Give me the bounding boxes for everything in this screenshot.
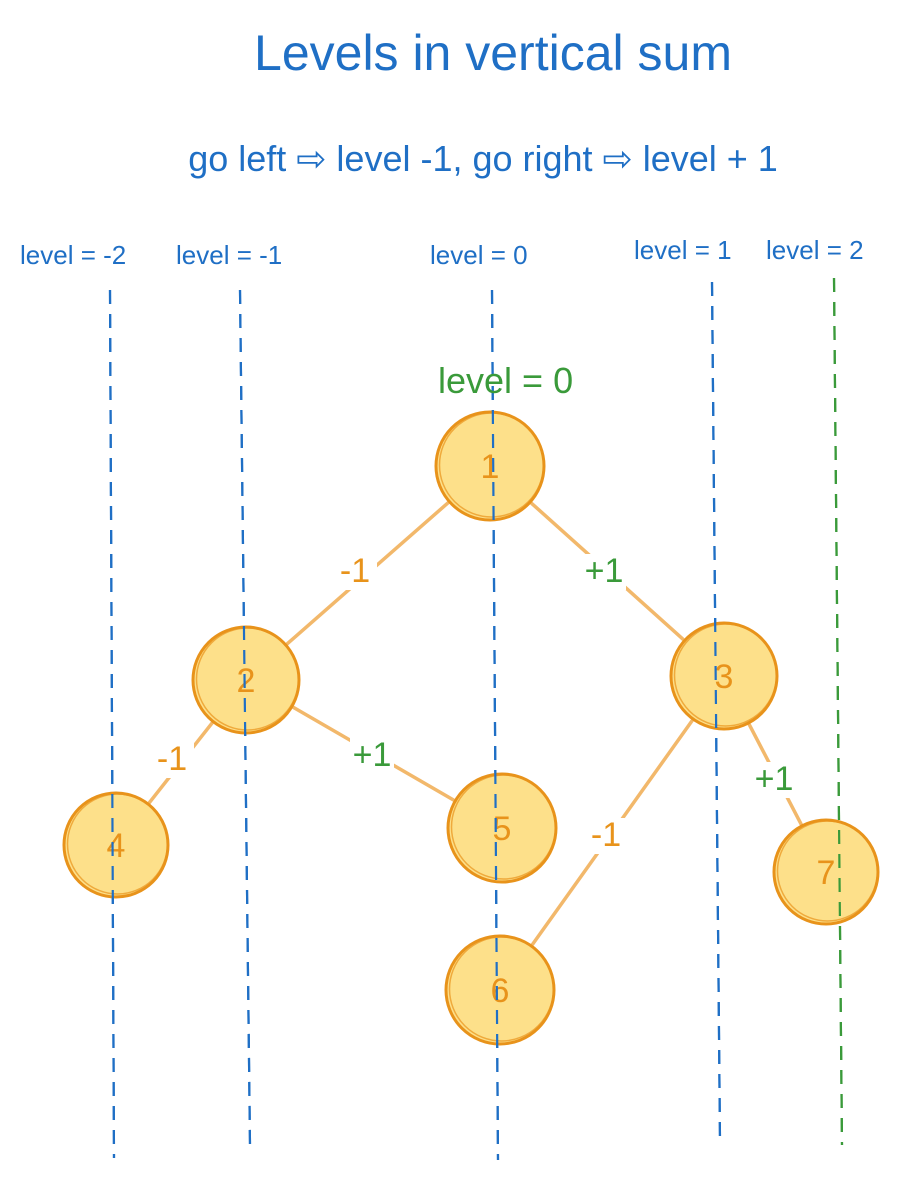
node-outline-3 (673, 623, 778, 727)
edge-label-backing (333, 554, 377, 590)
level-line-overlay-4 (832, 277, 844, 1146)
level-lines-overlay (108, 277, 844, 1161)
diagram-title: Levels in vertical sum (254, 25, 732, 81)
root-level-label: level = 0 (438, 360, 574, 401)
node-outline-4 (66, 793, 169, 895)
node-label-5: 5 (493, 810, 512, 848)
level-line-overlay-0 (108, 289, 116, 1159)
edge-labels: -1 +1 -1 +1 -1 +1 (150, 552, 796, 854)
column-label-0: level = 0 (430, 240, 528, 270)
edge-label-1-3: +1 (585, 552, 624, 590)
edge-label-backing (150, 742, 194, 778)
level-line-overlay-2 (490, 289, 500, 1161)
node-label-3: 3 (715, 658, 734, 696)
tree-nodes: 1 2 3 4 5 6 7 (62, 410, 880, 1046)
node-outline-7 (776, 820, 879, 922)
edge-label-3-7: +1 (755, 760, 794, 798)
edge-label-backing (584, 818, 628, 854)
column-label-minus-2: level = -2 (20, 240, 127, 270)
node-outline-2 (195, 627, 300, 731)
column-label-minus-1: level = -1 (176, 240, 283, 270)
edge-label-backing (752, 762, 796, 798)
node-label-2: 2 (237, 662, 256, 700)
edge-label-2-5: +1 (353, 736, 392, 774)
edge-label-backing (582, 554, 626, 590)
node-outline-5 (450, 774, 557, 880)
node-label-6: 6 (491, 972, 510, 1010)
edge-label-backing (350, 738, 394, 774)
column-label-1: level = 1 (634, 235, 732, 265)
node-outline-1 (438, 412, 545, 518)
column-label-2: level = 2 (766, 235, 864, 265)
edge-label-1-2: -1 (340, 552, 370, 590)
node-label-1: 1 (481, 448, 500, 486)
edge-label-3-6: -1 (591, 816, 621, 854)
diagram-subtitle: go left ⇨ level -1, go right ⇨ level + 1 (188, 138, 778, 179)
node-label-7: 7 (817, 854, 836, 892)
node-label-4: 4 (107, 827, 126, 865)
edge-label-2-4: -1 (157, 740, 187, 778)
node-outline-6 (448, 936, 555, 1042)
